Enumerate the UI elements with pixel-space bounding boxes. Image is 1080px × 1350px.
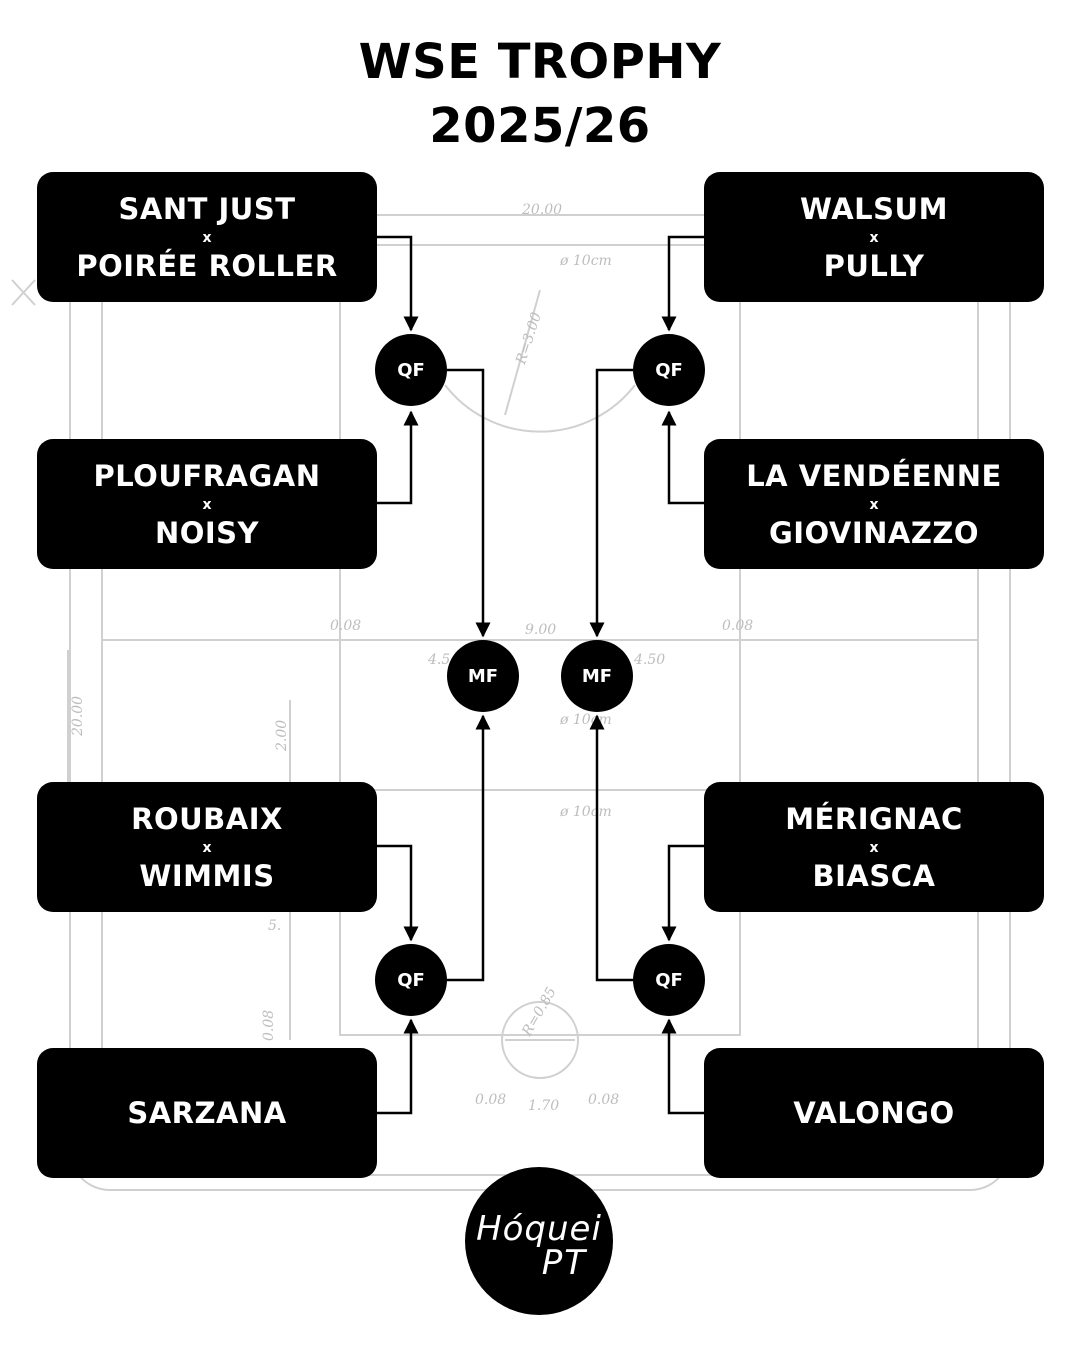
connector-arrow: [661, 1018, 704, 1115]
logo-text: PT: [541, 1243, 587, 1283]
match-card-top-right: WALSUM x PULLY: [704, 172, 1044, 302]
versus-separator: x: [202, 496, 212, 513]
dim-label: 4.50: [633, 652, 665, 668]
quarterfinal-node-top-left: QF: [375, 334, 447, 406]
versus-separator: x: [869, 496, 879, 513]
dim-label: 0.08: [261, 1010, 277, 1041]
annotation-label: 5.: [268, 918, 281, 934]
dim-label: 20.00: [521, 202, 562, 218]
dim-label: 20.00: [70, 696, 86, 737]
dim-label: 0.08: [588, 1092, 619, 1108]
team-name: PULLY: [823, 248, 925, 283]
match-card-bottom-left: SARZANA: [37, 1048, 377, 1178]
match-card-lower-left: ROUBAIX x WIMMIS: [37, 782, 377, 912]
connector-arrow: [661, 844, 704, 942]
connector-arrow: [661, 410, 704, 505]
team-name: VALONGO: [793, 1096, 955, 1130]
annotation-label: R=3.00: [513, 310, 545, 367]
page-title: WSE TROPHY: [358, 34, 722, 90]
annotation-label: ø 10cm: [559, 712, 612, 728]
dim-label: 1.70: [528, 1098, 559, 1114]
rink-outline: [69, 214, 1011, 1191]
connector-arrow: [377, 410, 419, 505]
dim-label: 0.08: [722, 618, 753, 634]
versus-separator: x: [202, 839, 212, 856]
annotation-label: R=0.85: [519, 985, 560, 1040]
match-card-upper-left: PLOUFRAGAN x NOISY: [37, 439, 377, 569]
connector-arrow: [377, 1018, 419, 1115]
season-subtitle: 2025/26: [429, 98, 651, 154]
team-name: BIASCA: [812, 858, 936, 893]
team-name: GIOVINAZZO: [768, 515, 980, 550]
versus-separator: x: [202, 229, 212, 246]
team-name: LA VENDÉENNE: [746, 458, 1002, 493]
team-name: ROUBAIX: [131, 801, 283, 836]
team-name: WALSUM: [800, 191, 948, 226]
logo-text: Hóquei: [476, 1209, 602, 1249]
connector-arrow: [589, 368, 633, 638]
annotation-label: ø 10cm: [559, 804, 612, 820]
connector-arrow: [447, 714, 491, 982]
quarterfinal-node-top-right: QF: [633, 334, 705, 406]
team-name: SANT JUST: [118, 191, 296, 226]
match-card-top-left: SANT JUST x POIRÉE ROLLER: [37, 172, 377, 302]
dim-label: 2.00: [274, 720, 290, 752]
team-name: PLOUFRAGAN: [93, 458, 321, 493]
connector-arrow: [447, 368, 491, 638]
dim-label: 9.00: [525, 622, 556, 638]
semifinal-node-left: MF: [447, 640, 519, 712]
connector-arrow: [377, 235, 419, 332]
radius-line: [504, 289, 541, 416]
corner-mark: [11, 279, 36, 306]
team-name: POIRÉE ROLLER: [76, 248, 338, 283]
hoquei-pt-logo: Hóquei PT: [465, 1167, 613, 1315]
match-card-lower-right: MÉRIGNAC x BIASCA: [704, 782, 1044, 912]
versus-separator: x: [869, 229, 879, 246]
goal-circle: [501, 1001, 579, 1079]
quarterfinal-node-bottom-left: QF: [375, 944, 447, 1016]
connector-arrow: [377, 844, 419, 942]
quarterfinal-node-bottom-right: QF: [633, 944, 705, 1016]
semifinal-node-right: MF: [561, 640, 633, 712]
connector-arrow: [661, 235, 704, 332]
connector-arrow: [589, 714, 633, 982]
dim-label: 4.5: [427, 652, 450, 668]
annotation-label: ø 10cm: [559, 253, 612, 269]
team-name: WIMMIS: [139, 858, 275, 893]
penalty-arc: [444, 384, 636, 433]
match-card-bottom-right: VALONGO: [704, 1048, 1044, 1178]
team-name: SARZANA: [127, 1096, 287, 1130]
team-name: MÉRIGNAC: [785, 801, 963, 836]
match-card-upper-right: LA VENDÉENNE x GIOVINAZZO: [704, 439, 1044, 569]
dim-label: 0.08: [330, 618, 361, 634]
dim-label: 0.08: [475, 1092, 506, 1108]
versus-separator: x: [869, 839, 879, 856]
team-name: NOISY: [154, 515, 260, 550]
